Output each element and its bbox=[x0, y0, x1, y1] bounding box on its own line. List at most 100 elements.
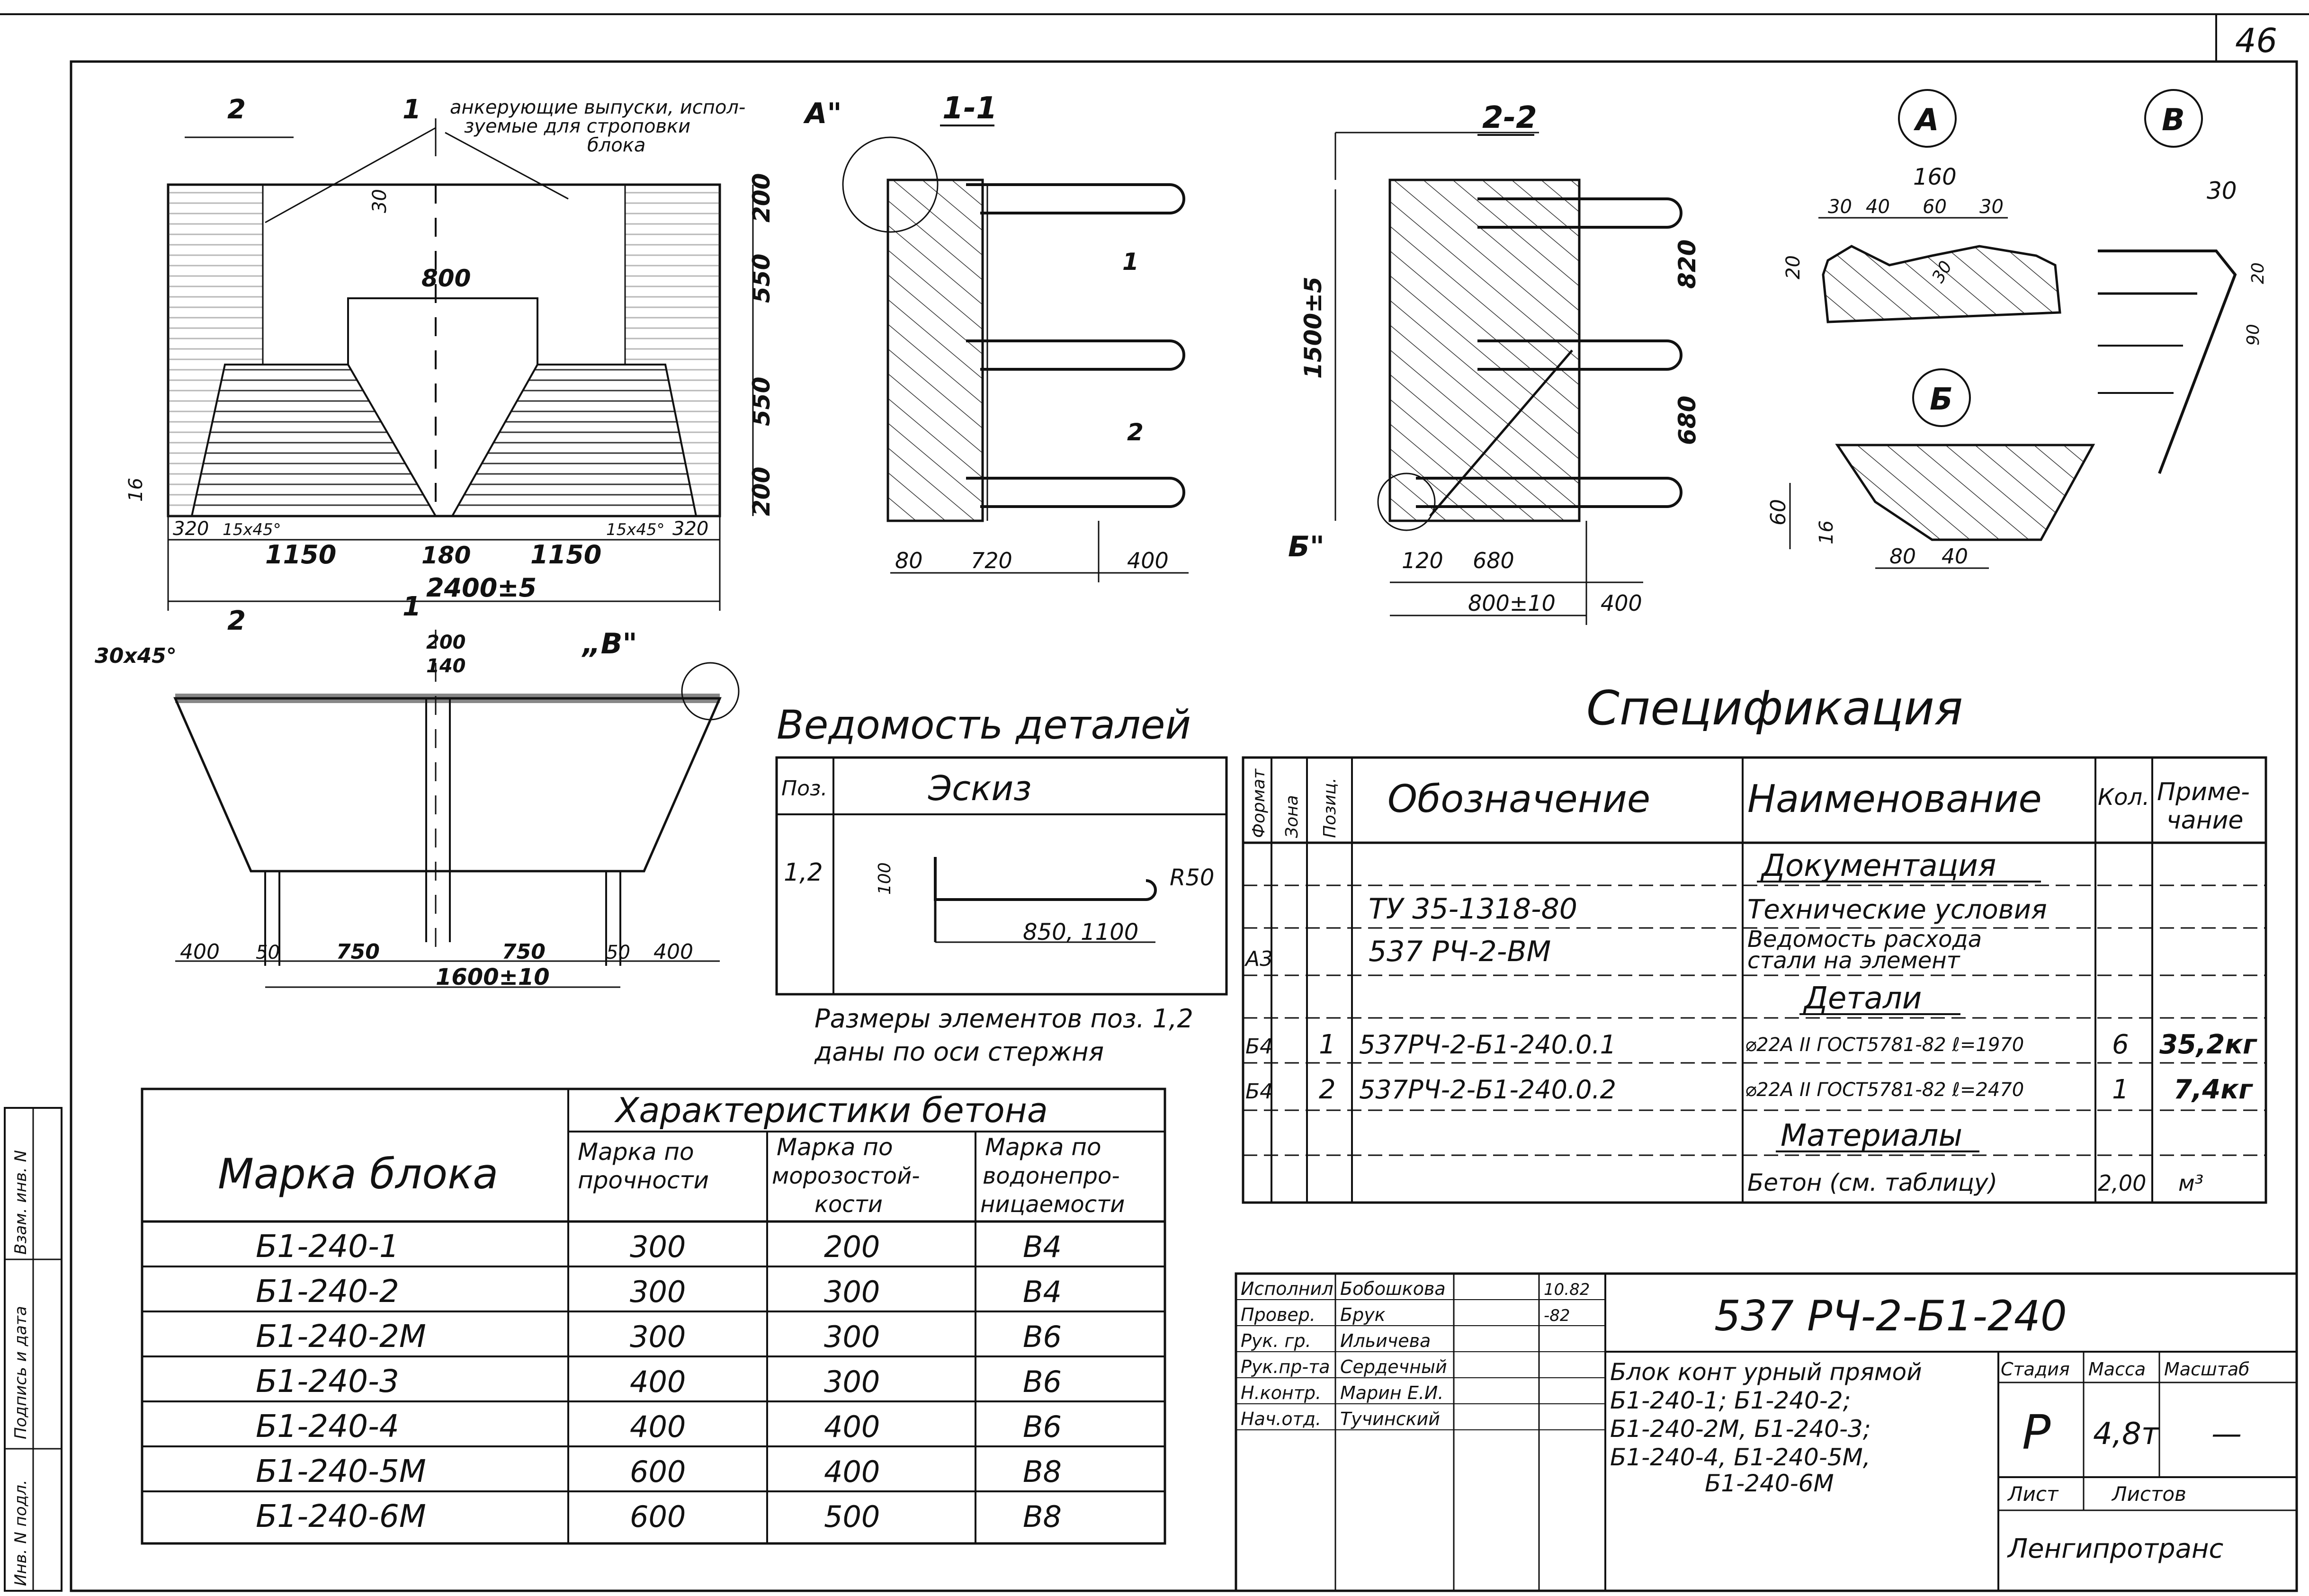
detail-a-dim-30a: 30 bbox=[1828, 196, 1852, 218]
specification-title: Спецификация bbox=[1586, 680, 1963, 736]
section-2-2: 2-2 1500±5 820 680 Б" 120 680 800±10 400 bbox=[1288, 100, 1701, 625]
title-sheet-label: Лист bbox=[2007, 1482, 2059, 1506]
sheet-frame: 46 bbox=[0, 13, 2309, 1592]
plan-section-mark-1: 1 bbox=[403, 591, 421, 622]
title-desc-2: Б1-240-1; Б1-240-2; bbox=[1610, 1387, 1851, 1414]
page-number: 46 bbox=[2235, 21, 2277, 60]
detail-a-dim-20: 20 bbox=[1782, 255, 1804, 279]
elev-section-mark-2: 2 bbox=[227, 94, 246, 125]
concrete-row-5-strength: 400 bbox=[630, 1409, 686, 1444]
elev-dim-320-left: 320 bbox=[173, 518, 209, 540]
title-role-1: Исполнил bbox=[1241, 1278, 1333, 1299]
anchor-note-line-3: блока bbox=[587, 134, 645, 156]
title-name-5: Марин Е.И. bbox=[1340, 1382, 1443, 1403]
concrete-table: Марка блока Характеристики бетона Марка … bbox=[141, 1088, 1166, 1545]
detail-v: В 30 20 90 bbox=[2098, 89, 2268, 474]
detail-v-dim-20: 20 bbox=[2248, 262, 2268, 284]
plan-dim-750-left: 750 bbox=[336, 940, 380, 964]
title-desc-1: Блок конт урный прямой bbox=[1610, 1358, 1922, 1386]
spec-row-3-name: Детали bbox=[1803, 981, 1922, 1016]
plan-dim-50-right: 50 bbox=[606, 942, 630, 963]
plan-section-mark-2: 2 bbox=[227, 606, 246, 636]
title-name-3: Ильичева bbox=[1340, 1330, 1431, 1351]
parts-list-dim-100: 100 bbox=[875, 862, 895, 895]
concrete-row-2-water: В4 bbox=[1023, 1275, 1062, 1309]
title-name-2: Брук bbox=[1340, 1304, 1386, 1325]
title-desc-4: Б1-240-4, Б1-240-5М, bbox=[1610, 1444, 1870, 1471]
title-stage: Р bbox=[2022, 1405, 2051, 1460]
title-block: Исполнил Бобошкова Провер. Брук Рук. гр.… bbox=[1235, 1272, 2298, 1592]
elev-dim-320-right: 320 bbox=[672, 518, 708, 540]
title-name-6: Тучинский bbox=[1340, 1409, 1440, 1429]
stamp-inventory-original: Инв. N подл. bbox=[11, 1480, 30, 1586]
anchor-note-line-1: анкерующие выпуски, испол- bbox=[450, 97, 745, 118]
title-code: 537 РЧ-2-Б1-240 bbox=[1714, 1292, 2067, 1340]
detail-v-label: В bbox=[2162, 103, 2185, 138]
plan-dim-400-right: 400 bbox=[653, 940, 693, 964]
concrete-row-1-frost: 200 bbox=[824, 1230, 880, 1264]
spec-row-2-name: Ведомость расхода bbox=[1747, 926, 1982, 953]
concrete-row-7-frost: 500 bbox=[824, 1499, 880, 1534]
plan-dim-140: 140 bbox=[426, 655, 466, 677]
elev-dim-2400: 2400±5 bbox=[426, 573, 537, 603]
title-role-3: Рук. гр. bbox=[1241, 1330, 1311, 1351]
elev-dim-16: 16 bbox=[125, 478, 147, 502]
plan-chamfer: 30x45° bbox=[95, 644, 177, 668]
elev-dim-550-a: 550 bbox=[748, 254, 775, 303]
section-1-1-dim-80: 80 bbox=[895, 548, 923, 573]
title-mass: 4,8т bbox=[2093, 1417, 2160, 1452]
detail-b: Б 60 16 80 40 bbox=[1766, 368, 2095, 569]
concrete-col-frost-3: кости bbox=[814, 1191, 883, 1218]
section-1-1-pos-1: 1 bbox=[1122, 248, 1139, 276]
parts-list-title: Ведомость деталей bbox=[777, 702, 1191, 748]
concrete-col-block: Марка блока bbox=[218, 1150, 498, 1198]
parts-list-dim-r50: R50 bbox=[1170, 865, 1214, 891]
title-organization: Ленгипротранс bbox=[2007, 1534, 2224, 1564]
parts-list-note-1: Размеры элементов поз. 1,2 bbox=[814, 1004, 1193, 1034]
spec-header-zone: Зона bbox=[1282, 795, 1302, 838]
concrete-col-water-1: Марка по bbox=[985, 1133, 1101, 1161]
callout-b: Б" bbox=[1288, 530, 1325, 563]
concrete-row-5-water: В6 bbox=[1023, 1409, 1062, 1444]
concrete-row-1-block: Б1-240-1 bbox=[256, 1228, 399, 1265]
spec-row-5-format: Б4 bbox=[1245, 1079, 1273, 1104]
title-stage-label: Стадия bbox=[2001, 1359, 2070, 1380]
detail-b-dim-40: 40 bbox=[1942, 544, 1968, 569]
detail-b-label: Б bbox=[1930, 382, 1953, 417]
title-scale: — bbox=[2211, 1417, 2242, 1452]
section-1-1: 1-1 1 2 80 720 400 bbox=[842, 91, 1189, 582]
spec-row-2-designation: 537 РЧ-2-ВМ bbox=[1369, 935, 1551, 968]
concrete-row-7-strength: 600 bbox=[630, 1499, 686, 1534]
section-2-2-dim-120: 120 bbox=[1402, 548, 1443, 573]
spec-header-designation: Обозначение bbox=[1387, 777, 1650, 821]
concrete-row-1-strength: 300 bbox=[630, 1230, 686, 1264]
spec-row-2-format: А3 bbox=[1244, 947, 1273, 971]
elev-dim-200-bot: 200 bbox=[748, 467, 775, 516]
detail-a-dim-60: 60 bbox=[1923, 196, 1947, 218]
plan-dim-400-left: 400 bbox=[180, 940, 220, 964]
section-2-2-dim-800: 800±10 bbox=[1468, 590, 1556, 616]
spec-header-format: Формат bbox=[1249, 768, 1269, 838]
callout-v: „В" bbox=[581, 627, 637, 660]
spec-row-0-name: Документация bbox=[1760, 848, 1996, 883]
parts-list-col-pos: Поз. bbox=[781, 776, 827, 801]
elev-dim-200-top: 200 bbox=[748, 173, 775, 223]
parts-list-note-2: даны по оси стержня bbox=[814, 1037, 1104, 1067]
concrete-row-2-frost: 300 bbox=[824, 1275, 880, 1309]
concrete-row-6-water: В8 bbox=[1023, 1454, 1062, 1489]
detail-a-label: А bbox=[1913, 103, 1939, 138]
plan-dim-50-left: 50 bbox=[256, 942, 280, 963]
spec-row-5-designation: 537РЧ-2-Б1-240.0.2 bbox=[1359, 1075, 1616, 1105]
title-sheets-label: Листов bbox=[2111, 1482, 2186, 1506]
stamp-signature-date: Подпись и дата bbox=[11, 1306, 30, 1439]
concrete-col-water-2: водонепро- bbox=[983, 1163, 1120, 1189]
spec-row-4-designation: 537РЧ-2-Б1-240.0.1 bbox=[1359, 1030, 1616, 1060]
section-2-2-dim-height: 1500±5 bbox=[1299, 276, 1327, 379]
concrete-row-4-water: В6 bbox=[1023, 1364, 1062, 1399]
concrete-row-3-water: В6 bbox=[1023, 1320, 1062, 1354]
spec-row-1-designation: ТУ 35-1318-80 bbox=[1369, 892, 1577, 926]
concrete-row-7-water: В8 bbox=[1023, 1499, 1062, 1534]
plan-dim-1600: 1600±10 bbox=[436, 964, 550, 990]
spec-row-7-note: м³ bbox=[2178, 1170, 2203, 1196]
concrete-row-7-block: Б1-240-6М bbox=[256, 1498, 426, 1534]
